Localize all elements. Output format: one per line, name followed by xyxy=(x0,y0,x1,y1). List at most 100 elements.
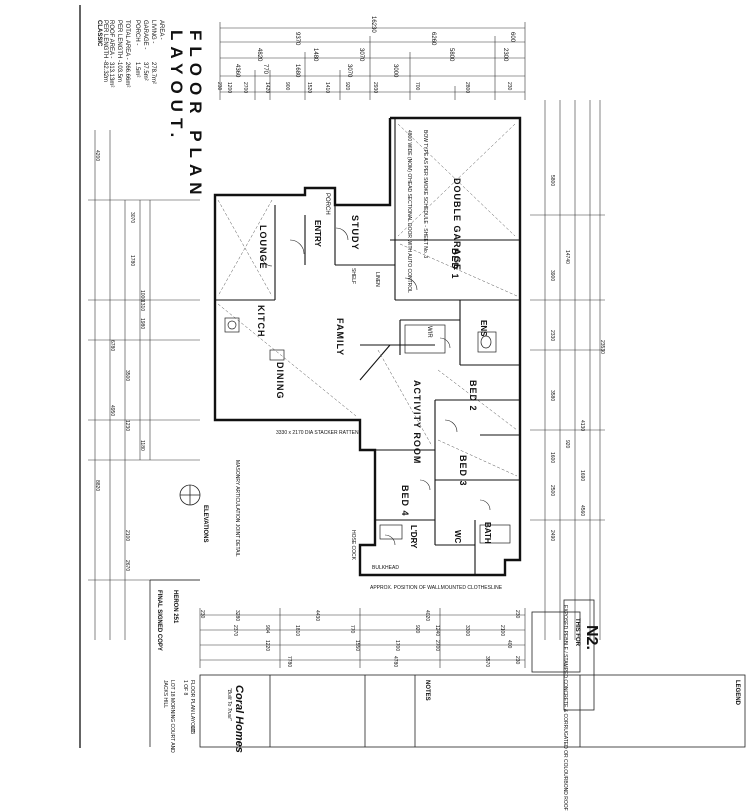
dim-label: 230 xyxy=(199,610,205,619)
exposed-concrete-note: EXPOSED PEBBLE / STAMPED CONCRETE & CORR… xyxy=(562,605,568,811)
dim-label: 1240 xyxy=(434,625,440,637)
door-swings xyxy=(261,227,491,546)
dim-label: 770 xyxy=(262,64,268,75)
dim-label: 4820 xyxy=(256,48,262,62)
right-dimension-lines xyxy=(530,100,605,640)
room-label-kitch: KITCH xyxy=(256,305,266,338)
dim-label: 4020 xyxy=(424,610,430,622)
area-label: LIVING - xyxy=(150,20,156,44)
room-label-family: FAMILY xyxy=(335,318,345,357)
dim-label: 2370 xyxy=(232,625,238,637)
area-label: TOTAL AREA - xyxy=(124,20,130,60)
fixtures xyxy=(224,317,511,544)
dim-label: 1780 xyxy=(129,255,135,267)
dim-label: 2300 xyxy=(502,48,508,62)
dim-label: 230 xyxy=(506,82,512,91)
dim-label: 1180 xyxy=(139,440,145,451)
area-value: 103.5m xyxy=(116,62,122,83)
bulkhead-note: BULKHEAD xyxy=(372,565,399,571)
dim-label: 3500 xyxy=(124,370,130,382)
sheet-no-label: N2. xyxy=(583,625,600,650)
dim-label: 1220 xyxy=(264,640,270,652)
plan-title-line-2: LAYOUT. xyxy=(167,30,186,144)
dim-label: 4360 xyxy=(234,64,240,78)
stacker-note: 3330 x 2170 DIA STACKER RATTEN xyxy=(276,430,359,436)
dim-label: 1200 xyxy=(226,82,232,94)
dim-label: 2670 xyxy=(124,560,130,572)
dim-label: 5800 xyxy=(549,175,555,187)
area-value: 37.5m² xyxy=(142,62,148,81)
dim-label: 920 xyxy=(344,82,350,91)
final-signed-copy: FINAL SIGNED COPY xyxy=(156,590,162,651)
area-value: 278.7m² xyxy=(150,62,156,85)
this-for-label: THIS FOR xyxy=(574,618,580,646)
room-label-study: STUDY xyxy=(350,215,360,251)
room-label-lounge: LOUNGE xyxy=(258,225,268,270)
plan-title-line-1: FLOOR PLAN xyxy=(186,30,205,201)
room-label-linen: LINEN xyxy=(374,272,380,287)
dim-label: 3070 xyxy=(346,64,352,78)
dim-label: 4130 xyxy=(579,420,585,432)
dim-label: 2100 xyxy=(124,530,130,542)
dim-label: 1410 xyxy=(324,82,330,94)
room-label-bed2: BED 2 xyxy=(468,380,478,412)
area-value: 82.32m xyxy=(102,62,108,83)
dim-label: 2490 xyxy=(549,530,555,542)
dim-label: 1520 xyxy=(306,82,312,94)
dim-label: 3300 xyxy=(464,625,470,637)
room-label-entry: ENTRY xyxy=(313,220,322,247)
dim-label: 600 xyxy=(509,32,515,43)
sheet-title: FLOOR PLAN LAYOUT xyxy=(189,680,195,733)
garage-door-note: 4800 WIDE (NOM) O'HEAD SECTIONAL DOOR WI… xyxy=(406,130,412,293)
dim-label: 400 xyxy=(506,640,512,649)
dim-label: 1700 xyxy=(394,640,400,652)
dim-label: 7780 xyxy=(286,656,292,668)
clothesline-note: APPROX. POSITION OF WALLMOUNTED CLOTHESL… xyxy=(370,585,503,591)
dim-label: 904 xyxy=(264,625,270,634)
area-label: AREA - xyxy=(158,20,164,40)
dim-label: 3070 xyxy=(129,212,135,224)
exterior-walls xyxy=(213,116,522,577)
dim-label: 4950 xyxy=(109,405,115,417)
bow-type-note: BOW TYPE AS PER SMOKE SCHEDULE - SHEET N… xyxy=(422,130,428,259)
dim-label: 3570 xyxy=(484,656,490,668)
dim-label: 2700 xyxy=(434,640,440,652)
dim-label: 3280 xyxy=(234,610,240,622)
left-dimension-lines xyxy=(88,130,200,640)
ceiling-diagonals xyxy=(217,123,518,477)
interior-walls xyxy=(215,118,520,575)
paper-background xyxy=(0,0,750,750)
dim-label: 3070 xyxy=(358,48,364,62)
room-label-ldry: L'DRY xyxy=(409,525,418,549)
dim-label: 1600 xyxy=(549,452,555,464)
area-value: 313.13m² xyxy=(108,62,114,88)
hose-cock-note: HOSE COCK xyxy=(350,530,356,561)
dim-label: 8820 xyxy=(94,480,100,492)
dim-label: 2330 xyxy=(549,330,555,342)
company-logo: Coral Homes xyxy=(233,685,245,753)
dim-label: 4200 xyxy=(94,150,100,162)
dim-label: 23530 xyxy=(599,340,605,354)
dim-label: 2100 xyxy=(499,625,505,637)
dim-label: 1480 xyxy=(312,48,318,62)
job-number: J13 xyxy=(189,726,195,735)
dim-label: 3000 xyxy=(392,64,398,78)
room-label-bed1: BED 1 xyxy=(450,248,460,280)
dim-label: 920 xyxy=(414,625,420,634)
area-label: PORCH - xyxy=(134,20,140,46)
dim-label: 230 xyxy=(514,656,520,665)
dim-label: 1310 xyxy=(139,300,145,312)
dim-label: 2930 xyxy=(372,82,378,94)
dim-label: 5800 xyxy=(448,48,454,62)
dim-label: 2700 xyxy=(242,82,248,94)
room-label-wir: WIR xyxy=(426,326,432,338)
area-value: 1.5m² xyxy=(134,62,140,78)
dim-label: 1230 xyxy=(124,420,130,432)
stamp-box xyxy=(531,599,595,711)
area-value: 266.66m² xyxy=(124,62,130,88)
lot-label: LOT 18 MORNING COURT AND xyxy=(169,680,175,753)
room-label-porch: PORCH xyxy=(324,193,330,215)
floor-plan-sheet xyxy=(0,0,750,750)
dim-label: 920 xyxy=(564,440,570,449)
dim-label: 6780 xyxy=(109,340,115,352)
